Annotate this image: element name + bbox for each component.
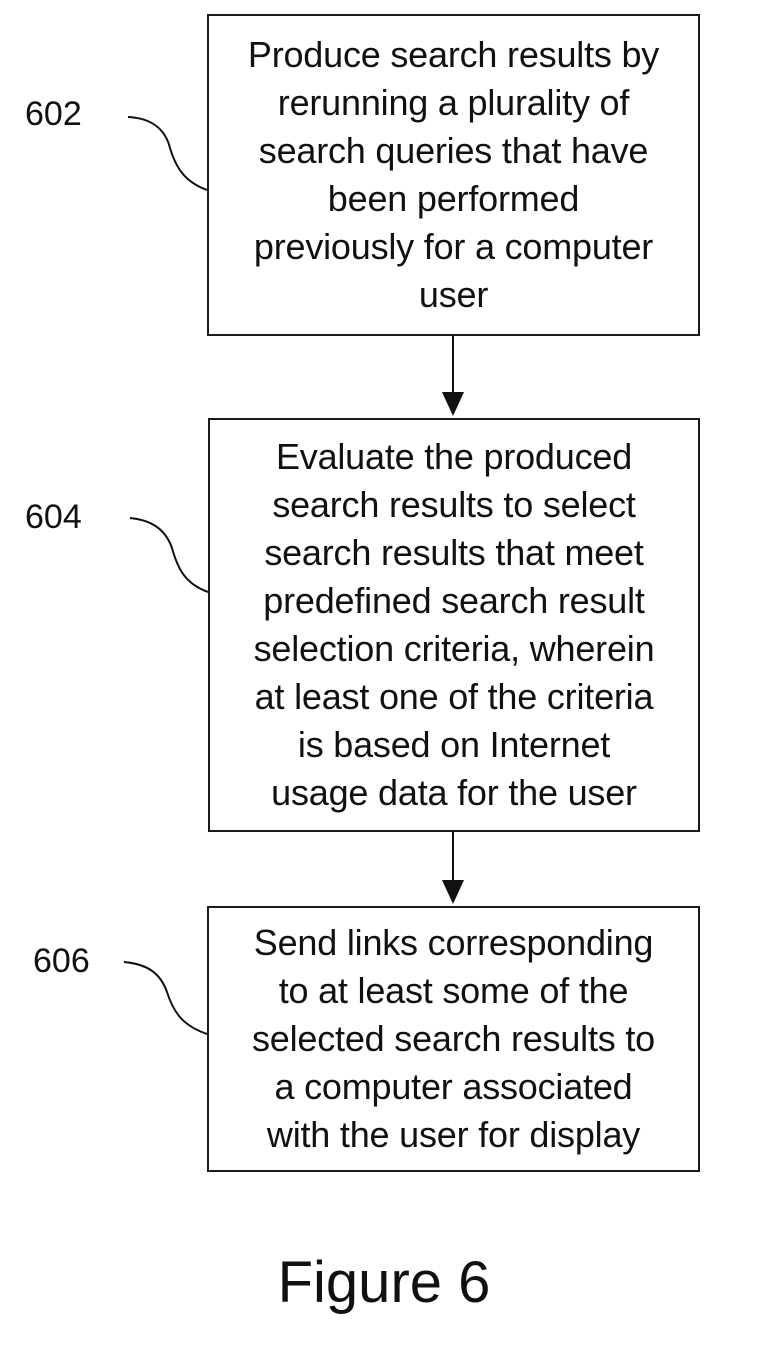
arrow-604-to-606	[442, 832, 464, 904]
ref-label-602: 602	[25, 95, 82, 133]
ref-label-604: 604	[25, 498, 82, 536]
step-box-602: Produce search results by rerunning a pl…	[207, 14, 700, 336]
step-text-604: Evaluate the produced search results to …	[253, 436, 655, 813]
arrow-602-to-604	[442, 336, 464, 416]
step-box-604: Evaluate the produced search results to …	[208, 418, 700, 832]
ref-label-606: 606	[33, 942, 90, 980]
leader-line-606	[123, 961, 208, 1035]
step-text-602: Produce search results by rerunning a pl…	[247, 34, 660, 315]
leader-line-602	[127, 116, 208, 191]
step-text-606: Send links corresponding to at least som…	[252, 922, 655, 1155]
step-box-606: Send links corresponding to at least som…	[207, 906, 700, 1172]
figure-caption: Figure 6	[277, 1250, 491, 1315]
leader-line-604	[129, 517, 209, 593]
